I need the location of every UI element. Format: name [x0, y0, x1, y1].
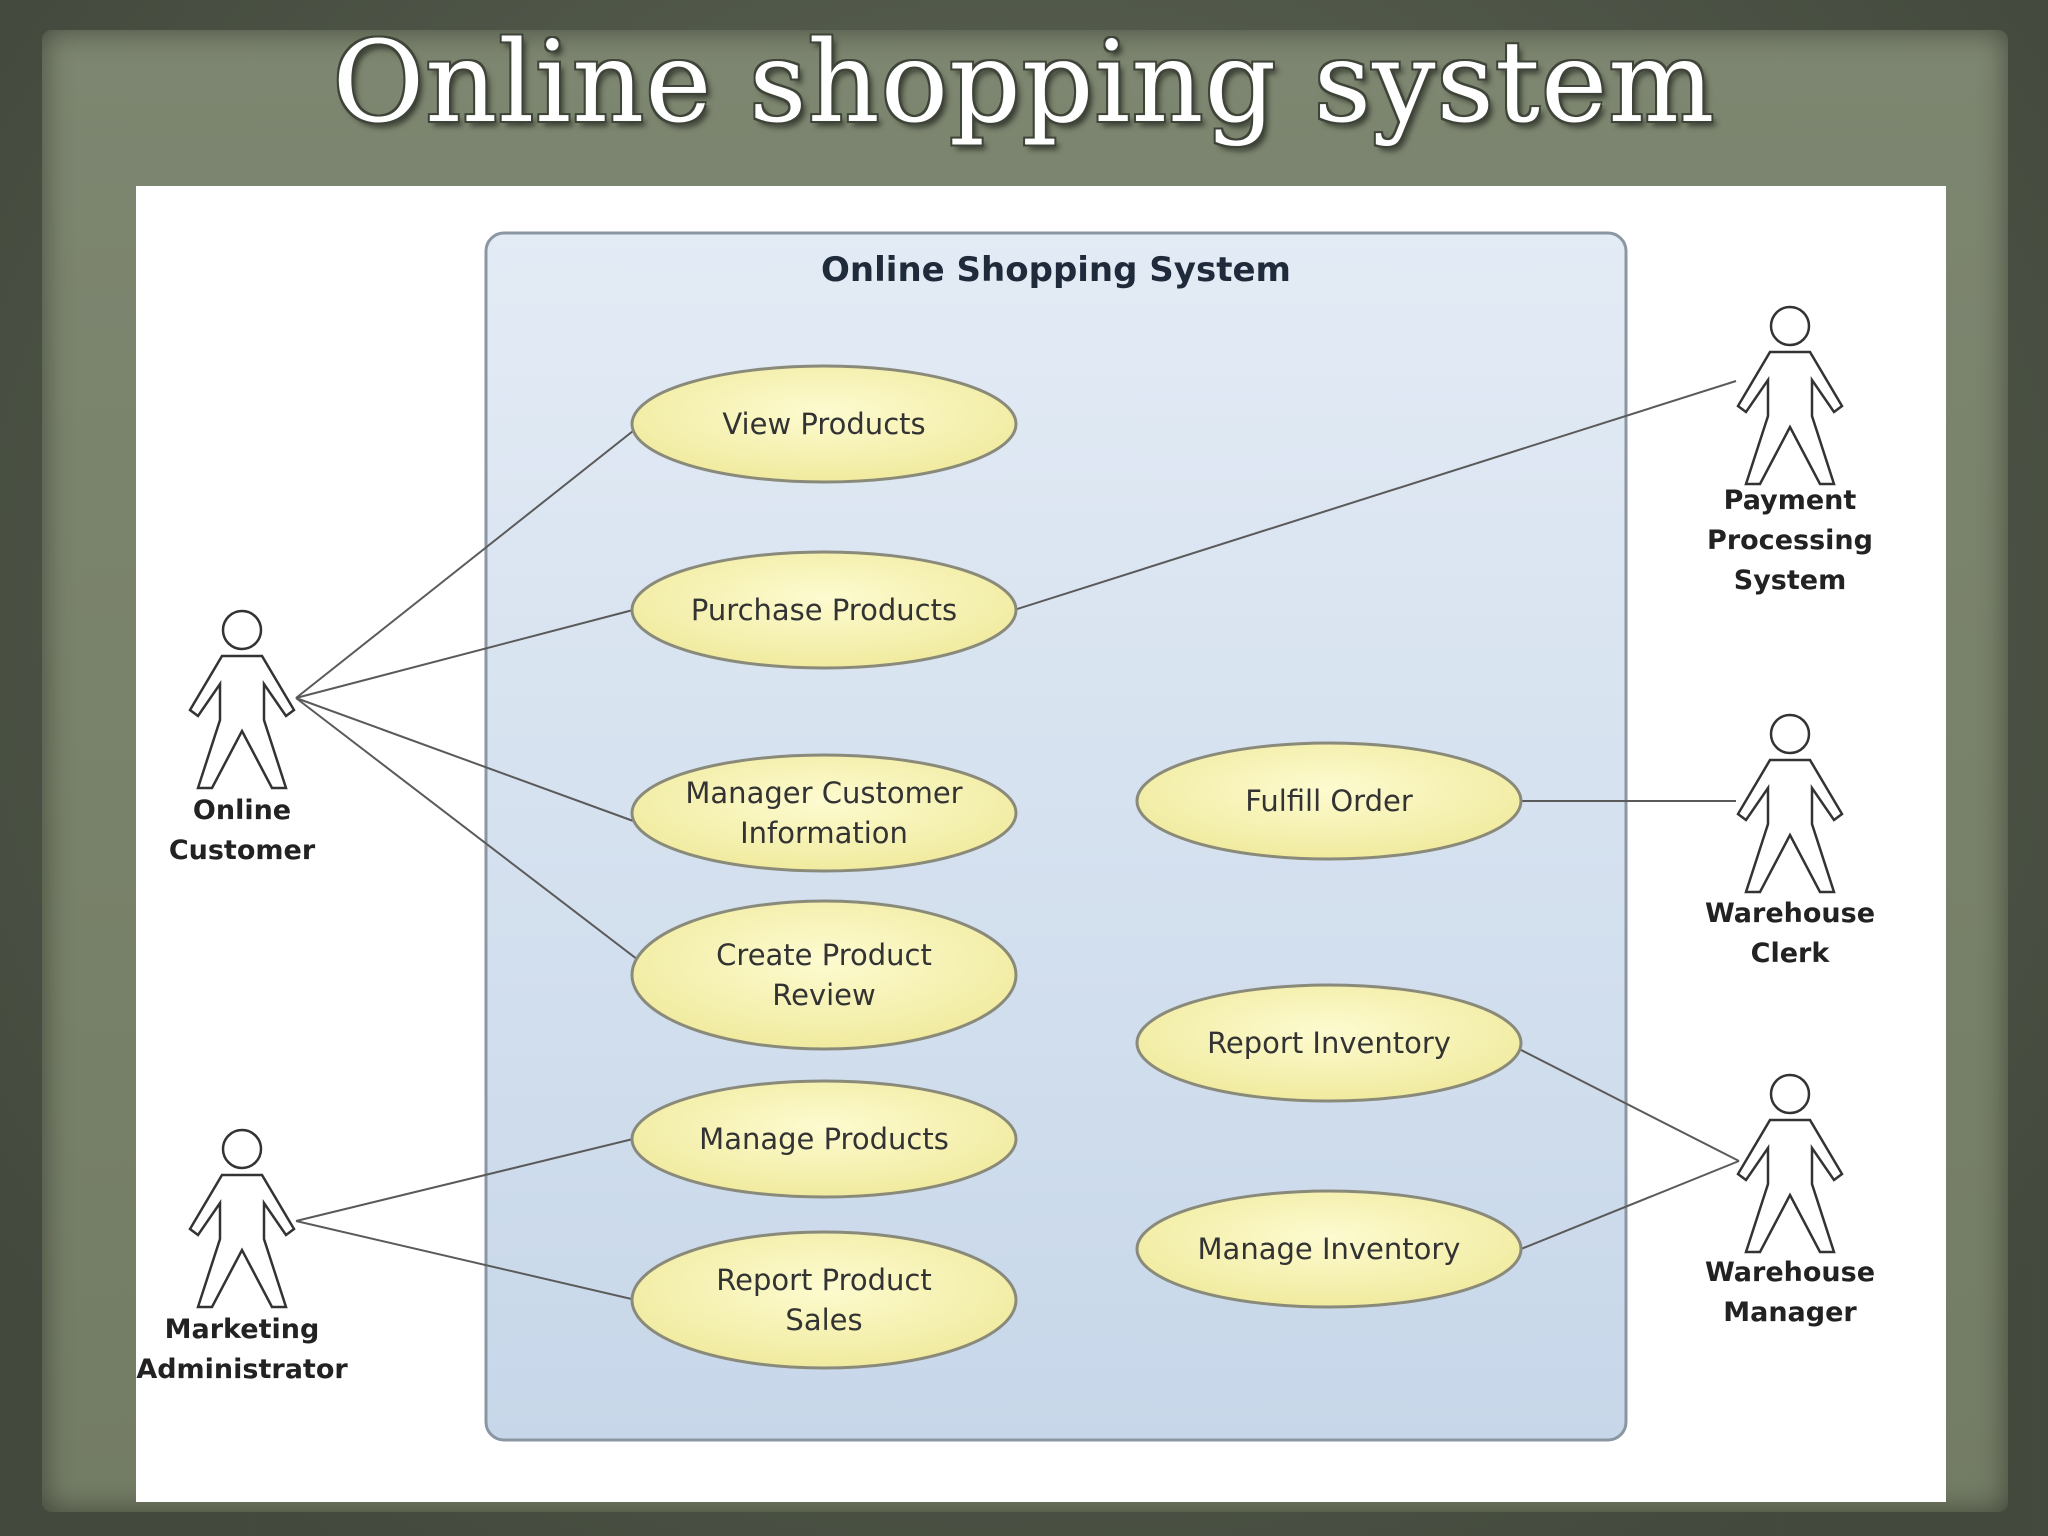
use-case-label-create-product-review: Create Product Review	[716, 938, 932, 1012]
line-customer-create-review	[295, 697, 647, 967]
use-case-label-manager-customer-information: Manager Customer Information	[685, 776, 963, 850]
line-customer-manage-info	[295, 697, 637, 823]
actor-label-warehouse-clerk: Warehouse Clerk	[1704, 898, 1876, 969]
association-lines	[295, 380, 1740, 1301]
actor-label-marketing-administrator: Marketing Administrator	[136, 1314, 348, 1385]
system-title: Online Shopping System	[821, 250, 1291, 290]
line-purchase-payment-system	[1013, 380, 1737, 611]
use-case-create-product-review[interactable]	[630, 899, 1018, 1051]
line-admin-report-sales	[295, 1220, 637, 1301]
use-case-fulfill-order[interactable]	[1135, 741, 1523, 861]
use-cases	[630, 364, 1523, 1370]
use-case-diagram: Online Shopping System View Products Pur…	[136, 186, 1946, 1502]
use-case-manager-customer-information[interactable]	[630, 753, 1018, 873]
diagram-canvas	[188, 231, 1844, 1442]
actors	[188, 305, 1844, 1309]
line-customer-purchase-products	[295, 609, 634, 699]
use-case-manage-inventory[interactable]	[1135, 1189, 1523, 1309]
use-case-manage-products[interactable]	[630, 1079, 1018, 1199]
actor-label-warehouse-manager: Warehouse Manager	[1704, 1257, 1876, 1328]
slide-title: Online shopping system	[332, 18, 1716, 148]
actor-label-online-customer: Online Customer	[168, 795, 316, 866]
use-case-label-fulfill-order: Fulfill Order	[1245, 784, 1413, 818]
actor-marketing-administrator-icon[interactable]	[188, 1128, 296, 1309]
line-manage-inventory-manager	[1520, 1160, 1740, 1250]
actor-label-payment-processing-system: Payment Processing System	[1707, 485, 1873, 596]
actor-payment-processing-system-icon[interactable]	[1736, 305, 1844, 486]
use-case-label-manage-products: Manage Products	[699, 1122, 949, 1156]
use-case-label-manage-inventory: Manage Inventory	[1197, 1232, 1461, 1266]
line-report-inventory-manager	[1518, 1048, 1740, 1162]
use-case-label-report-product-sales: Report Product Sales	[716, 1263, 932, 1337]
actor-warehouse-manager-icon[interactable]	[1736, 1073, 1844, 1254]
use-case-label-purchase-products: Purchase Products	[690, 593, 958, 627]
use-case-label-view-products: View Products	[722, 407, 926, 441]
line-customer-view-products	[295, 430, 634, 699]
actor-online-customer-icon[interactable]	[188, 609, 296, 790]
line-admin-manage-products	[295, 1138, 634, 1222]
use-case-view-products[interactable]	[630, 364, 1018, 484]
use-case-label-report-inventory: Report Inventory	[1207, 1026, 1451, 1060]
use-case-report-inventory[interactable]	[1135, 983, 1523, 1103]
actor-warehouse-clerk-icon[interactable]	[1736, 713, 1844, 894]
use-case-report-product-sales[interactable]	[630, 1230, 1018, 1370]
use-case-purchase-products[interactable]	[630, 550, 1018, 670]
